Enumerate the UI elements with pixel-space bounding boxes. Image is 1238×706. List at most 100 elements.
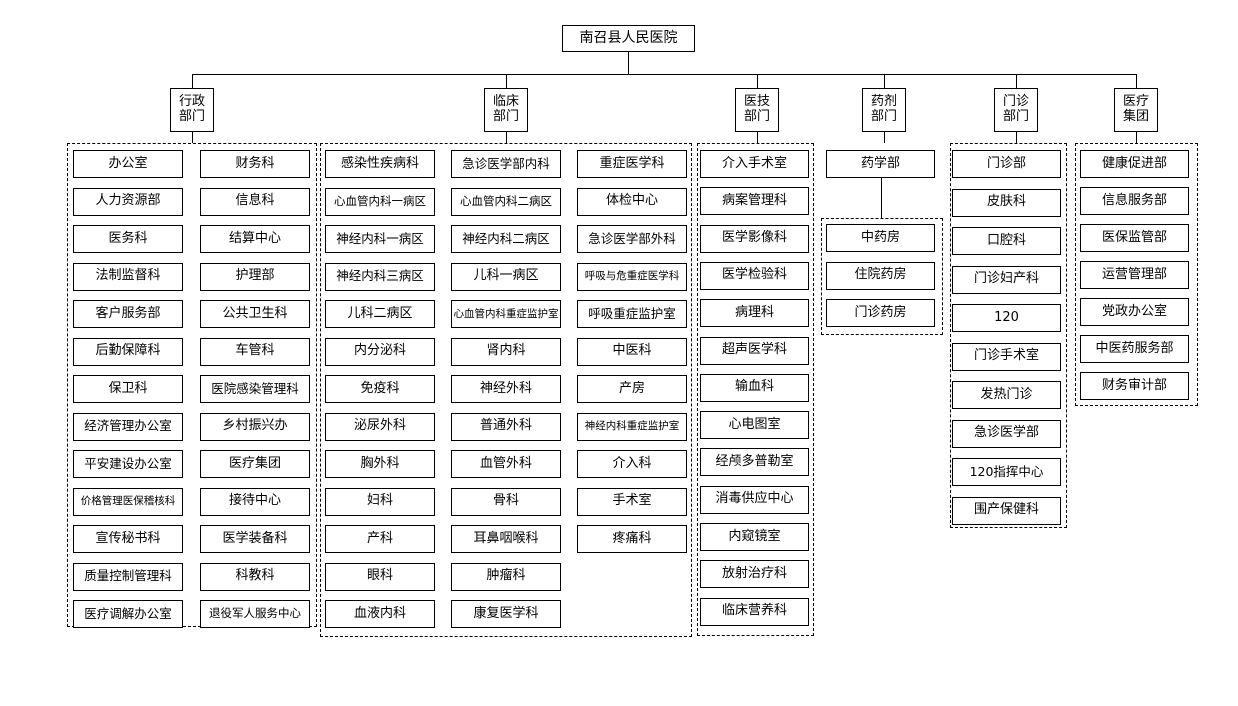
dept-box: 康复医学科 [451,600,561,628]
dept-box: 血管外科 [451,450,561,478]
dept-box: 护理部 [200,262,310,291]
dept-box: 科教科 [200,562,310,591]
dept-box: 儿科二病区 [325,300,435,328]
dept-box: 急诊医学部 [952,419,1061,448]
dept-box: 门诊药房 [826,299,935,327]
dept-box: 病案管理科 [700,187,809,216]
connector-line [1136,74,1137,88]
dept-box: 急诊医学部外科 [577,225,687,253]
dept-box: 放射治疗科 [700,560,809,589]
admin-group [67,143,317,627]
dept-box: 医院感染管理科 [200,375,310,403]
connector-line [884,74,885,88]
dept-box: 120指挥中心 [952,458,1061,486]
dept-box: 疼痛科 [577,525,687,553]
dept-box: 发热门诊 [952,381,1061,409]
dept-box: 办公室 [73,150,183,178]
connector-line [757,74,758,88]
dept-box: 免疫科 [325,375,435,403]
root-node: 南召县人民医院 [562,25,695,52]
dept-box: 人力资源部 [73,187,183,216]
dept-box: 住院药房 [826,261,935,290]
connector-line [1016,74,1017,88]
dept-box: 医学装备科 [200,525,310,553]
dept-box: 医学检验科 [700,261,809,290]
dept-box: 肿瘤科 [451,562,561,591]
branch-admin: 行政 部门 [170,88,214,132]
dept-box: 心血管内科重症监护室 [451,300,561,328]
connector-line [881,178,882,218]
dept-box: 健康促进部 [1080,150,1189,178]
connector-line [192,74,1137,75]
dept-box: 后勤保障科 [73,337,183,366]
dept-box: 普通外科 [451,412,561,441]
dept-box: 胸外科 [325,450,435,478]
dept-box: 急诊医学部内科 [451,150,561,178]
dept-box: 泌尿外科 [325,412,435,441]
branch-outpatient: 门诊 部门 [994,88,1038,132]
connector-line [628,52,629,74]
dept-box: 消毒供应中心 [700,485,809,514]
dept-box: 中医科 [577,337,687,366]
dept-box: 乡村振兴办 [200,412,310,441]
connector-line [506,74,507,88]
dept-box: 价格管理医保稽核科 [73,487,183,516]
connector-line [884,132,885,143]
dept-box: 肾内科 [451,337,561,366]
dept-box: 超声医学科 [700,336,809,365]
outpatient-group [950,143,1067,528]
dept-box: 客户服务部 [73,300,183,328]
branch-group: 医疗 集团 [1114,88,1158,132]
dept-box: 退役军人服务中心 [200,600,310,628]
dept-box: 法制监督科 [73,262,183,291]
dept-box: 神经内科二病区 [451,225,561,253]
dept-box: 质量控制管理科 [73,562,183,591]
connector-line [192,132,193,143]
dept-box: 神经内科三病区 [325,262,435,291]
clinical-group [320,143,692,637]
dept-box: 产房 [577,375,687,403]
dept-box: 皮肤科 [952,188,1061,217]
dept-box: 医务科 [73,225,183,253]
dept-box: 信息服务部 [1080,187,1189,215]
dept-box: 神经外科 [451,375,561,403]
connector-line [1016,132,1017,143]
dept-box: 公共卫生科 [200,300,310,328]
dept-box: 神经内科重症监护室 [577,412,687,441]
connector-line [1136,132,1137,143]
dept-box: 手术室 [577,487,687,516]
pharmacy-head: 药学部 [826,150,935,178]
dept-box: 门诊部 [952,150,1061,178]
dept-box: 门诊手术室 [952,342,1061,371]
dept-box: 车管科 [200,337,310,366]
dept-box: 医疗调解办公室 [73,600,183,628]
dept-box: 平安建设办公室 [73,450,183,478]
dept-box: 妇科 [325,487,435,516]
dept-box: 信息科 [200,187,310,216]
dept-box: 中药房 [826,224,935,252]
dept-box: 医疗集团 [200,450,310,478]
dept-box: 围产保健科 [952,496,1061,525]
dept-box: 感染性疾病科 [325,150,435,178]
dept-box: 产科 [325,525,435,553]
dept-box: 运营管理部 [1080,261,1189,289]
dept-box: 介入科 [577,450,687,478]
dept-box: 骨科 [451,487,561,516]
dept-box: 体检中心 [577,187,687,216]
connector-line [757,132,758,143]
branch-pharmacy: 药剂 部门 [862,88,906,132]
branch-medtech: 医技 部门 [735,88,779,132]
dept-box: 介入手术室 [700,150,809,178]
dept-box: 重症医学科 [577,150,687,178]
connector-line [506,132,507,143]
dept-box: 临床营养科 [700,597,809,626]
dept-box: 党政办公室 [1080,298,1189,326]
pharmacy-group [821,218,943,335]
dept-box: 财务审计部 [1080,372,1189,400]
dept-box: 呼吸重症监护室 [577,300,687,328]
dept-box: 接待中心 [200,487,310,516]
dept-box: 经济管理办公室 [73,412,183,441]
dept-box: 中医药服务部 [1080,335,1189,363]
dept-box: 120 [952,304,1061,332]
dept-box: 心电图室 [700,411,809,440]
